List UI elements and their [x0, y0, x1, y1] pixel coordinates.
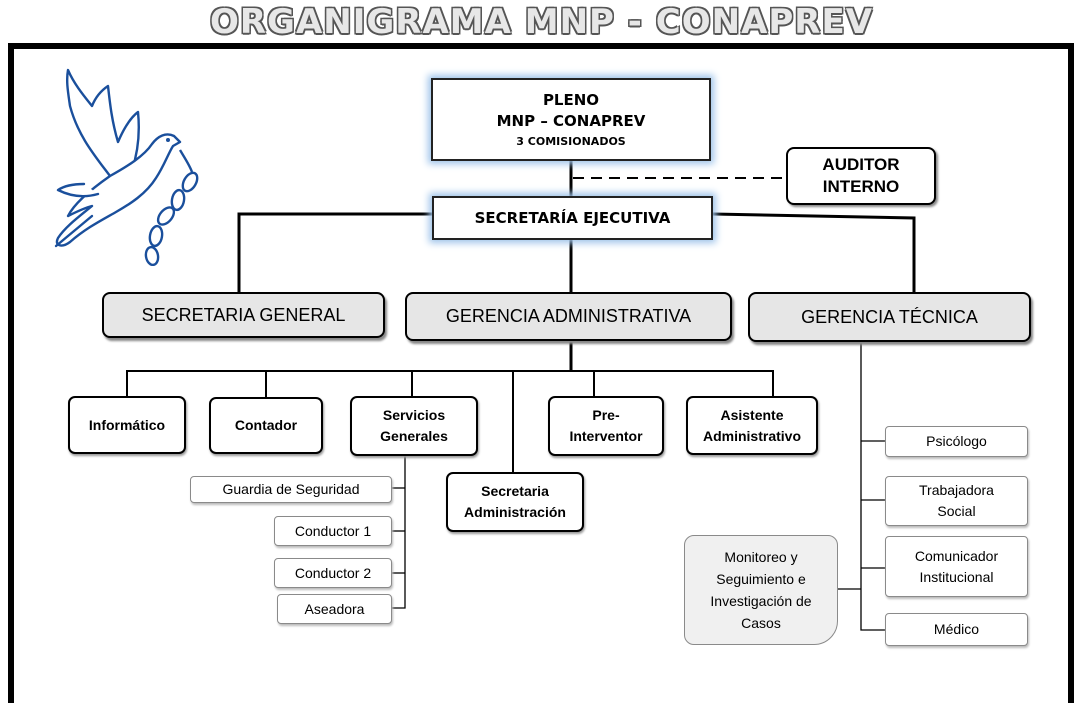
informatico-box: Informático	[68, 396, 186, 454]
conductor-1-label: Conductor 1	[294, 522, 372, 539]
guardia-seguridad-box: Guardia de Seguridad	[190, 476, 392, 503]
auditor-line2: INTERNO	[822, 177, 900, 196]
chart-frame	[8, 43, 1074, 703]
monitoreo-line1: Monitoreo y	[724, 549, 798, 565]
contador-box: Contador	[209, 397, 323, 454]
secretaria-administracion-line1: Secretaria	[481, 483, 549, 499]
asistente-administrativo-line2: Administrativo	[702, 427, 801, 444]
medico-box: Médico	[885, 613, 1028, 646]
aseadora-box: Aseadora	[277, 594, 392, 624]
medico-label: Médico	[933, 621, 980, 637]
secretaria-administracion-box: Secretaria Administración	[446, 472, 584, 532]
connector-lines	[126, 161, 916, 631]
gerencia-tecnica-box: GERENCIA TÉCNICA	[748, 292, 1031, 342]
monitoreo-box: Monitoreo y Seguimiento e Investigación …	[684, 535, 838, 645]
pleno-members: 3 COMISIONADOS	[516, 135, 626, 148]
monitoreo-line3: Investigación de	[710, 593, 812, 609]
comunicador-line1: Comunicador	[914, 547, 999, 564]
gerencia-administrativa-label: GERENCIA ADMINISTRATIVA	[445, 306, 692, 326]
psicologo-box: Psicólogo	[885, 426, 1028, 457]
pre-interventor-line2: Interventor	[569, 428, 643, 444]
page-title: ORGANIGRAMA MNP - CONAPREV	[209, 2, 874, 42]
pleno-title: PLENO	[542, 91, 600, 109]
guardia-seguridad-label: Guardia de Seguridad	[222, 481, 360, 497]
trabajadora-social-line1: Trabajadora	[919, 482, 994, 498]
aseadora-label: Aseadora	[304, 600, 365, 617]
comunicador-line2: Institucional	[919, 568, 994, 585]
dove-with-broken-chain-icon	[54, 68, 199, 266]
pre-interventor-line1: Pre-	[592, 407, 620, 423]
gerencia-administrativa-box: GERENCIA ADMINISTRATIVA	[405, 292, 732, 341]
monitoreo-line4: Casos	[741, 615, 781, 631]
gerencia-tecnica-label: GERENCIA TÉCNICA	[801, 306, 978, 327]
pleno-box: PLENO MNP – CONAPREV 3 COMISIONADOS	[431, 78, 711, 161]
secretaria-general-box: SECRETARIA GENERAL	[102, 292, 385, 338]
auditor-line1: AUDITOR	[822, 155, 900, 174]
pre-interventor-box: Pre- Interventor	[548, 396, 664, 456]
asistente-administrativo-box: Asistente Administrativo	[686, 396, 818, 455]
conductor-1-box: Conductor 1	[274, 516, 392, 546]
conductor-2-label: Conductor 2	[294, 564, 372, 581]
servicios-generales-box: Servicios Generales	[350, 396, 478, 456]
servicios-generales-line1: Servicios	[382, 407, 446, 423]
secretaria-general-label: SECRETARIA GENERAL	[141, 304, 346, 325]
secretaria-administracion-line2: Administración	[464, 504, 566, 520]
auditor-box: AUDITOR INTERNO	[786, 147, 936, 205]
psicologo-label: Psicólogo	[926, 433, 987, 449]
conductor-2-box: Conductor 2	[274, 558, 392, 588]
contador-label: Contador	[234, 417, 298, 433]
pleno-subtitle: MNP – CONAPREV	[496, 112, 646, 130]
servicios-generales-line2: Generales	[380, 428, 448, 444]
trabajadora-social-box: Trabajadora Social	[885, 476, 1028, 526]
secretaria-ejecutiva-label: SECRETARÍA EJECUTIVA	[474, 209, 671, 227]
asistente-administrativo-line1: Asistente	[720, 406, 784, 423]
monitoreo-line2: Seguimiento e	[716, 571, 806, 587]
informatico-label: Informático	[88, 416, 166, 433]
comunicador-institucional-box: Comunicador Institucional	[885, 536, 1028, 597]
trabajadora-social-line2: Social	[937, 503, 976, 519]
secretaria-ejecutiva-box: SECRETARÍA EJECUTIVA	[432, 196, 713, 240]
